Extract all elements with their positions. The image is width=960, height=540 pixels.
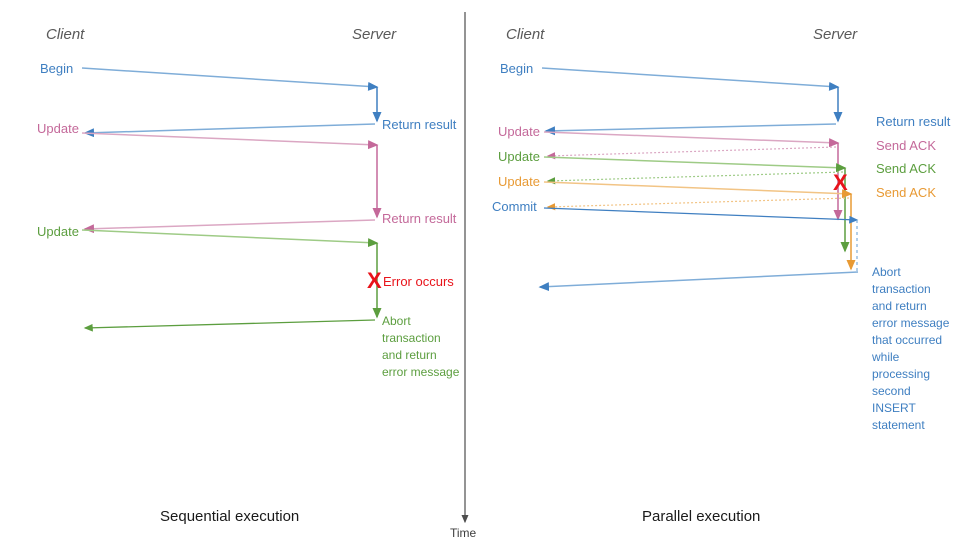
par-abort-line-8: second bbox=[872, 384, 911, 398]
seq-label-return-1: Return result bbox=[382, 117, 457, 132]
par-ack-2 bbox=[546, 171, 844, 185]
par-server-lane-label: Server bbox=[813, 26, 858, 43]
seq-label-begin: Begin bbox=[40, 61, 73, 76]
seq-arrow-update-2 bbox=[81, 229, 379, 248]
par-label-begin: Begin bbox=[500, 61, 533, 76]
par-abort-line-10: statement bbox=[872, 418, 925, 432]
error-x-icon: X bbox=[367, 268, 382, 293]
seq-arrow-begin bbox=[81, 67, 379, 91]
par-arrow-begin bbox=[541, 67, 840, 91]
par-arrow-update-3 bbox=[543, 181, 853, 199]
par-arrow-update-2 bbox=[543, 156, 847, 173]
par-label-update-1: Update bbox=[498, 124, 540, 139]
par-label-ack-1: Send ACK bbox=[876, 138, 936, 153]
seq-arrow-update-1 bbox=[81, 132, 379, 150]
par-arrow-return-result bbox=[544, 123, 837, 136]
par-ack-1 bbox=[546, 146, 837, 160]
par-abort-line-2: transaction bbox=[872, 282, 931, 296]
seq-abort-line-1: Abort bbox=[382, 314, 411, 328]
seq-label-update-1: Update bbox=[37, 121, 79, 136]
seq-abort-line-3: and return bbox=[382, 348, 437, 362]
par-arrow-abort bbox=[538, 271, 859, 292]
par-label-ack-2: Send ACK bbox=[876, 161, 936, 176]
seq-arrow-return-1 bbox=[83, 123, 376, 138]
seq-client-lane-label: Client bbox=[46, 26, 85, 43]
panel-parallel: Client Server Begin Update Update Update… bbox=[492, 26, 951, 525]
seq-error-label: Error occurs bbox=[383, 274, 454, 289]
par-abort-line-6: while bbox=[871, 350, 900, 364]
par-arrow-commit bbox=[543, 207, 859, 224]
par-client-lane-label: Client bbox=[506, 26, 545, 43]
par-abort-line-5: that occurred bbox=[872, 333, 942, 347]
time-axis-label: Time bbox=[450, 526, 477, 540]
par-label-update-3: Update bbox=[498, 174, 540, 189]
seq-abort-line-4: error message bbox=[382, 365, 460, 379]
par-abort-line-3: and return bbox=[872, 299, 927, 313]
seq-arrow-abort bbox=[83, 319, 376, 332]
seq-error-marker: X Error occurs bbox=[367, 268, 454, 293]
seq-label-update-2: Update bbox=[37, 224, 79, 239]
par-abort-line-7: processing bbox=[872, 367, 930, 381]
panel-sequential: Client Server Begin Update Update Return… bbox=[37, 26, 460, 525]
seq-arrow-return-2 bbox=[83, 219, 376, 234]
seq-label-return-2: Return result bbox=[382, 211, 457, 226]
par-ack-3 bbox=[546, 197, 850, 211]
par-arrow-update-1 bbox=[543, 131, 840, 148]
par-error-marker: X bbox=[833, 170, 848, 195]
par-abort-line-9: INSERT bbox=[872, 401, 916, 415]
error-x-icon: X bbox=[833, 170, 848, 195]
par-label-commit: Commit bbox=[492, 199, 537, 214]
par-caption: Parallel execution bbox=[642, 508, 760, 525]
par-abort-line-4: error message bbox=[872, 316, 950, 330]
seq-abort-line-2: transaction bbox=[382, 331, 441, 345]
par-label-update-2: Update bbox=[498, 149, 540, 164]
par-label-ack-3: Send ACK bbox=[876, 185, 936, 200]
seq-caption: Sequential execution bbox=[160, 508, 299, 525]
par-abort-note: Abort transaction and return error messa… bbox=[871, 265, 950, 432]
seq-server-lane-label: Server bbox=[352, 26, 397, 43]
par-label-return-result: Return result bbox=[876, 114, 951, 129]
seq-abort-note: Abort transaction and return error messa… bbox=[382, 314, 460, 379]
par-abort-line-1: Abort bbox=[872, 265, 901, 279]
